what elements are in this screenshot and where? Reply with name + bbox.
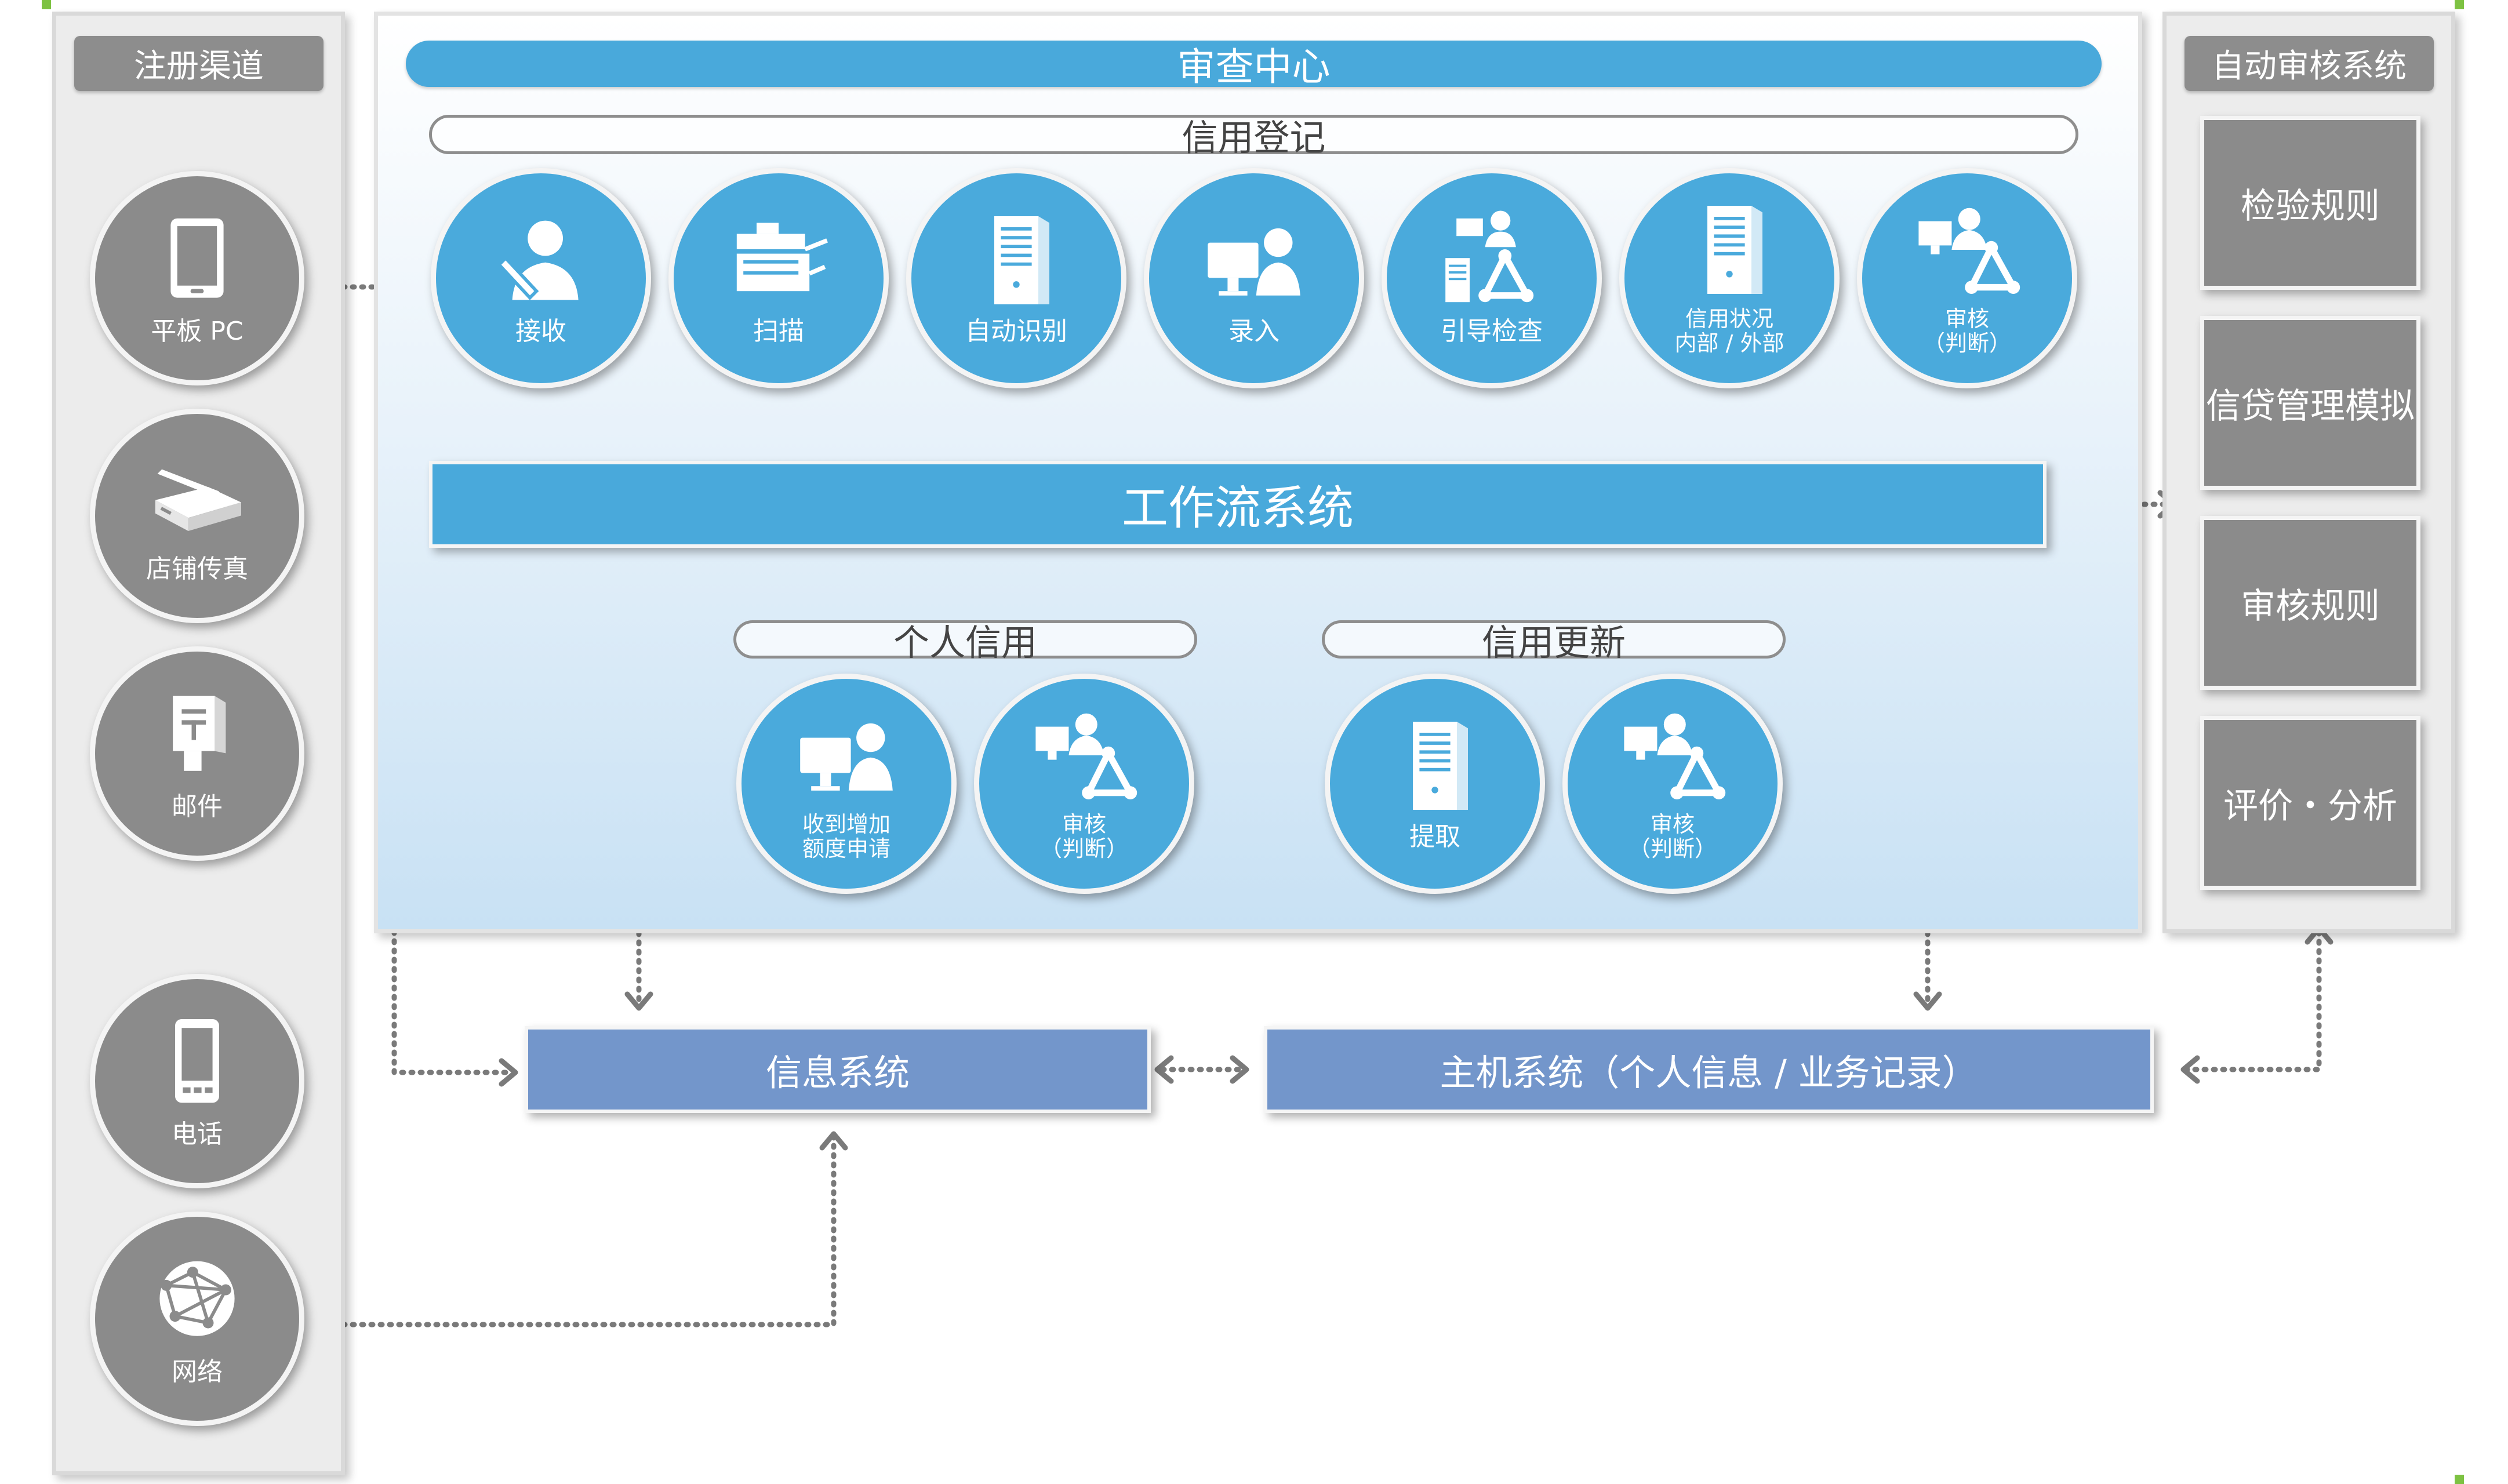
channel-label: 平板 PC	[151, 316, 243, 346]
tablet-icon	[170, 218, 224, 298]
computer-user-icon	[800, 723, 893, 791]
arrowhead	[819, 1131, 848, 1151]
step-label: 提取	[1409, 821, 1460, 852]
phone-icon	[175, 1019, 219, 1103]
channel-label: 电话	[172, 1119, 223, 1149]
server-icon	[1413, 721, 1468, 810]
channel-fax[interactable]: 店铺传真	[90, 409, 304, 623]
arrowhead	[624, 991, 653, 1011]
step-label: 审核 （判断）	[1039, 812, 1128, 861]
person-writing-icon	[496, 220, 579, 300]
channel-label: 邮件	[172, 791, 223, 821]
personal-credit-header: 个人信用	[733, 620, 1197, 664]
host-system-box[interactable]: 主机系统（个人信息 / 业务记录）	[1264, 1026, 2154, 1113]
arrowhead	[499, 1058, 518, 1087]
registration-channels-title: 注册渠道	[74, 36, 324, 91]
step-label: 接收	[515, 316, 566, 346]
channel-label: 店铺传真	[146, 554, 248, 584]
arrowhead	[1154, 1055, 1174, 1084]
review-center-title: 审查中心	[406, 41, 2102, 89]
computer-user-triangle-icon	[1918, 208, 2020, 294]
step-label: 信用状况 内部 / 外部	[1674, 306, 1784, 356]
computer-user-triangle-icon	[1035, 714, 1137, 800]
step-label: 收到增加 额度申请	[802, 812, 890, 861]
step-personal-review[interactable]: 审核 （判断）	[974, 674, 1194, 894]
rule-review[interactable]: 审核规则	[2200, 516, 2420, 690]
corner-mark	[42, 0, 51, 9]
arrowhead	[1230, 1055, 1249, 1084]
step-review-judgement[interactable]: 审核 （判断）	[1857, 168, 2077, 388]
step-limit-increase[interactable]: 收到增加 额度申请	[736, 674, 957, 894]
mailbox-icon	[173, 696, 226, 771]
auto-review-system-title: 自动审核系统	[2184, 36, 2434, 91]
rule-credit-simulation[interactable]: 信贷管理模拟	[2200, 316, 2420, 490]
step-extract[interactable]: 提取	[1325, 674, 1545, 894]
computer-user-triangle-icon	[1624, 714, 1726, 800]
step-update-review[interactable]: 审核 （判断）	[1562, 674, 1783, 894]
step-scan[interactable]: 扫描	[668, 168, 889, 388]
step-label: 审核 （判断）	[1922, 306, 2011, 356]
corner-mark	[2455, 1475, 2464, 1484]
channel-mail[interactable]: 邮件	[90, 646, 304, 861]
workflow-system-bar[interactable]: 工作流系统	[429, 461, 2047, 548]
step-entry[interactable]: 录入	[1144, 168, 1364, 388]
computer-user-icon	[1208, 228, 1300, 296]
server-icon	[1707, 206, 1762, 294]
channel-network[interactable]: 网络	[90, 1212, 304, 1426]
corner-mark	[2455, 0, 2464, 9]
step-auto-recognition[interactable]: 自动识别	[906, 168, 1126, 388]
credit-registration-header: 信用登记	[429, 115, 2078, 159]
user-server-triangle-icon	[1445, 210, 1534, 302]
information-system-box[interactable]: 信息系统	[525, 1026, 1151, 1113]
scanner-icon	[155, 469, 241, 531]
step-receive[interactable]: 接收	[431, 168, 651, 388]
globe-network-icon	[159, 1261, 235, 1336]
link-network-to-info	[322, 1133, 837, 1327]
rule-inspection[interactable]: 检验规则	[2200, 116, 2420, 290]
step-guided-check[interactable]: 引导检查	[1382, 168, 1602, 388]
scanner-machine-icon	[736, 223, 828, 291]
step-label: 引导检查	[1441, 316, 1543, 346]
channel-phone[interactable]: 电话	[90, 974, 304, 1188]
channel-label: 网络	[172, 1356, 223, 1387]
credit-update-header: 信用更新	[1322, 620, 1786, 664]
server-icon	[994, 216, 1049, 304]
step-label: 扫描	[753, 316, 804, 346]
rule-evaluation-analysis[interactable]: 评价・分析	[2200, 716, 2420, 890]
channel-tablet[interactable]: 平板 PC	[90, 171, 304, 385]
step-credit-status[interactable]: 信用状况 内部 / 外部	[1619, 168, 1840, 388]
step-label: 自动识别	[965, 316, 1067, 346]
arrowhead	[2180, 1055, 2200, 1084]
link-host-to-rules	[2183, 930, 2322, 1072]
step-label: 录入	[1228, 316, 1280, 346]
arrowhead	[1913, 991, 1942, 1011]
step-label: 审核 （判断）	[1628, 812, 1717, 861]
